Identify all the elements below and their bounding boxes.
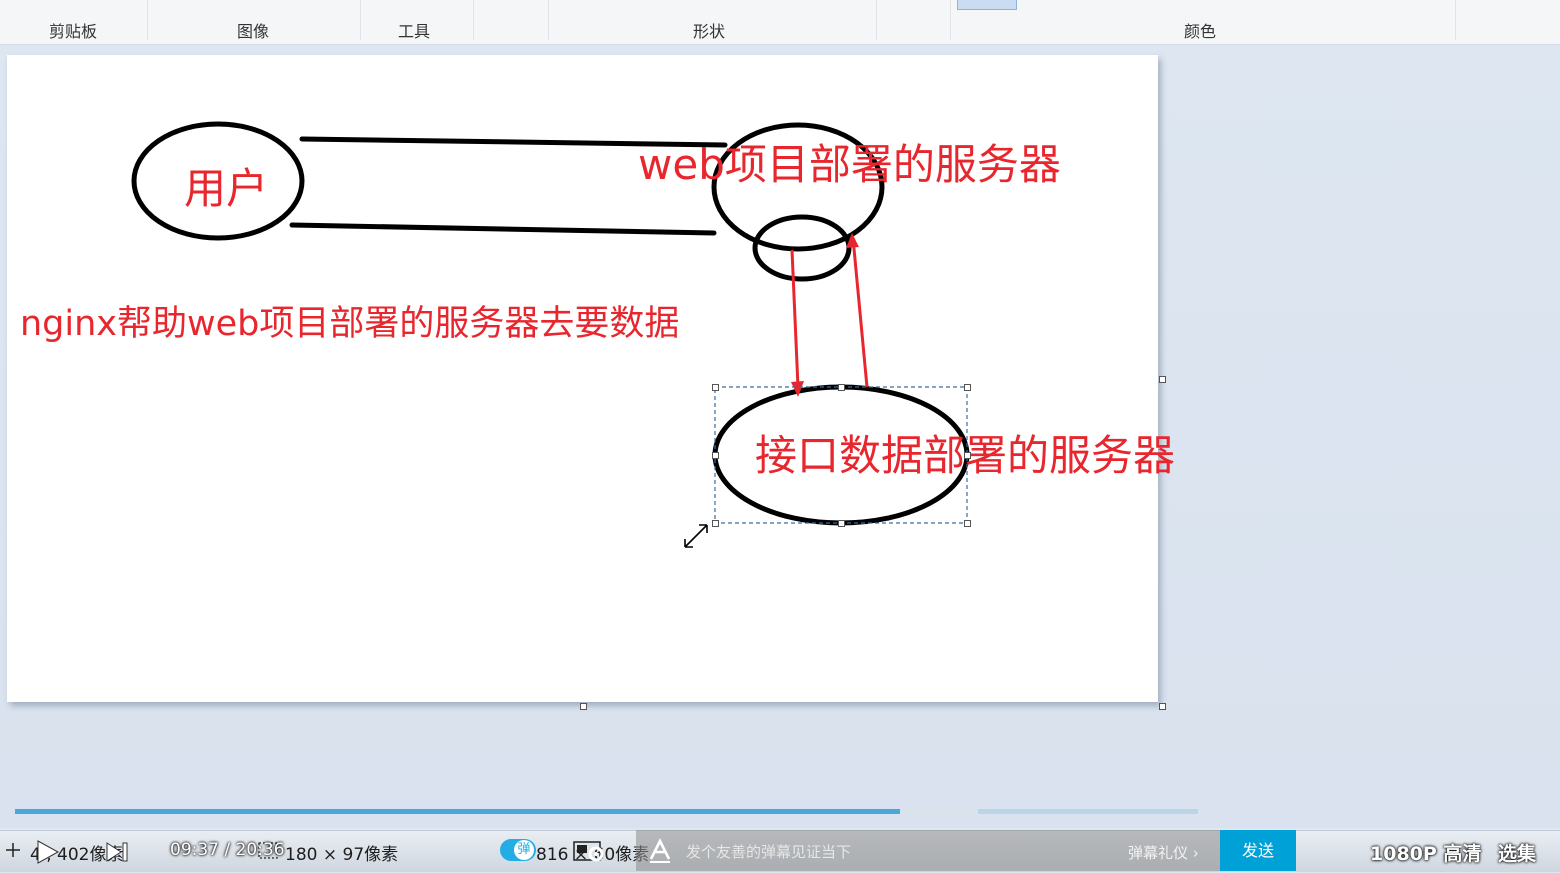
ribbon-group-colors: 颜色 <box>1183 22 1217 41</box>
danmaku-style-icon[interactable] <box>648 838 672 864</box>
next-episode-icon[interactable] <box>104 840 130 864</box>
ribbon-separator <box>360 0 361 40</box>
danmaku-input[interactable] <box>684 830 1138 873</box>
ribbon-separator <box>876 0 877 40</box>
ribbon-separator <box>548 0 549 40</box>
selection-handle-bottom[interactable] <box>838 520 845 527</box>
web-server-label: web项目部署的服务器 <box>638 140 1061 189</box>
user-ellipse <box>131 121 305 241</box>
quality-selector[interactable]: 1080P 高清 <box>1370 843 1482 865</box>
video-progress-fill <box>15 809 900 814</box>
selection-icon <box>258 842 278 859</box>
episodes-button[interactable]: 选集 <box>1498 843 1537 865</box>
send-danmaku-button[interactable]: 发送 <box>1220 830 1296 871</box>
lower-connector-line <box>289 222 717 236</box>
drawing-canvas[interactable]: 用户 web项目部署的服务器 nginx帮助web项目部署的服务器去要数据 接口… <box>7 55 1175 702</box>
selection-handle-right[interactable] <box>964 452 971 459</box>
danmaku-etiquette-link[interactable]: 弹幕礼仪 › <box>1128 844 1199 862</box>
user-label: 用户 <box>184 164 269 213</box>
ribbon-group-clipboard: 剪贴板 <box>48 22 98 41</box>
crosshair-icon <box>6 843 20 857</box>
canvas-resize-handle-right[interactable] <box>1159 376 1166 383</box>
resize-cursor-icon <box>683 523 709 549</box>
video-buffer-bar <box>899 809 978 814</box>
web-server-ellipse <box>711 122 885 252</box>
ribbon-group-shapes: 形状 <box>692 22 726 41</box>
response-arrow-line <box>851 237 869 388</box>
ribbon-separator <box>1455 0 1456 40</box>
video-progress-bar[interactable] <box>15 809 1198 814</box>
nginx-ellipse <box>752 214 852 282</box>
canvas-resize-handle-bottom[interactable] <box>580 703 587 710</box>
selection-handle-top[interactable] <box>838 384 845 391</box>
request-arrow-head <box>791 381 804 397</box>
canvas-resize-handle-corner[interactable] <box>1159 703 1166 710</box>
time-separator: / <box>224 840 231 860</box>
nginx-note-label: nginx帮助web项目部署的服务器去要数据 <box>20 304 680 344</box>
upper-connector-line <box>299 136 728 148</box>
response-arrow-head <box>846 233 859 248</box>
request-arrow-line <box>790 249 800 388</box>
selection-size: 180 × 97像素 <box>285 845 399 865</box>
play-icon[interactable] <box>34 838 62 866</box>
danmaku-toggle-label: 弹 <box>514 840 534 860</box>
danmaku-toggle[interactable]: 弹 <box>500 839 536 861</box>
canvas-size: 816 × 60像素 <box>536 845 650 865</box>
video-player-controls: 09:37 / 20:36 弹 弹幕礼仪 › 发送 1080P 高清 选集 <box>0 830 1560 873</box>
ribbon-group-image: 图像 <box>236 22 270 41</box>
ribbon-separator <box>147 0 148 40</box>
ribbon-separator <box>950 0 951 40</box>
selection-handle-left[interactable] <box>712 452 719 459</box>
ribbon: 剪贴板 图像 工具 形状 颜色 <box>0 0 1560 45</box>
total-time: 20:36 <box>235 840 285 860</box>
selection-handle-bottom-right[interactable] <box>964 520 971 527</box>
danmaku-bar: 弹幕礼仪 › 发送 <box>636 830 1296 873</box>
danmaku-settings-icon[interactable] <box>586 844 606 864</box>
current-time: 09:37 <box>170 840 219 860</box>
selection-handle-bottom-left[interactable] <box>712 520 719 527</box>
selection-handle-top-left[interactable] <box>712 384 719 391</box>
ribbon-separator <box>473 0 474 40</box>
ribbon-group-tools: 工具 <box>397 22 431 41</box>
playback-time: 09:37 / 20:36 <box>170 840 285 860</box>
color-1-swatch[interactable] <box>957 0 1017 10</box>
selection-handle-top-right[interactable] <box>964 384 971 391</box>
